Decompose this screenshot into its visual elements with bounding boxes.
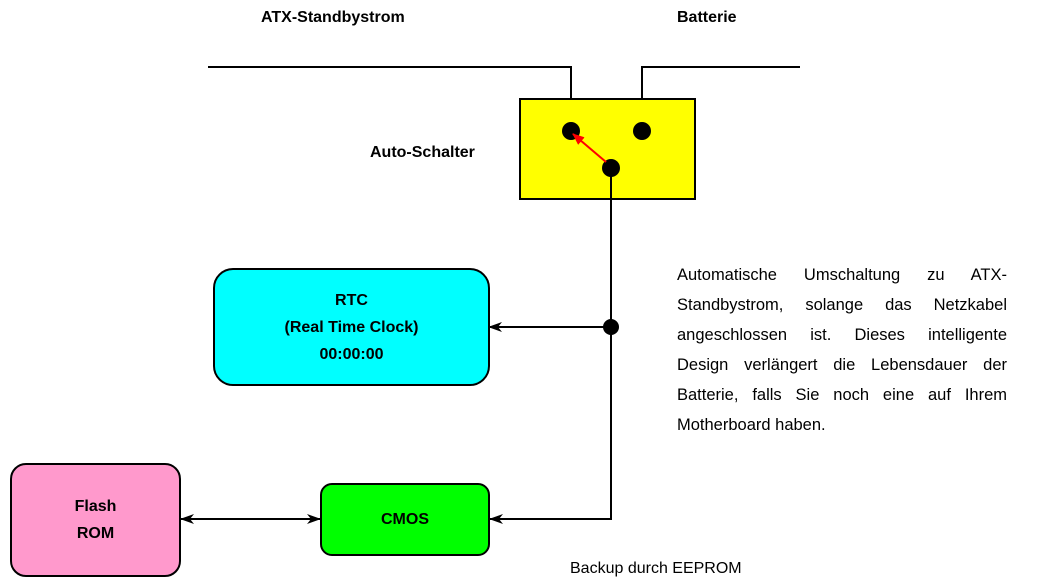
- switch-terminal-battery: [633, 122, 651, 140]
- auto-switch-box: [519, 98, 696, 200]
- atx-standby-line: [208, 66, 572, 130]
- backup-label: Backup durch EEPROM: [570, 560, 742, 577]
- rom-label: ROM: [76, 525, 115, 542]
- power-bus-line: [489, 168, 612, 524]
- atx-standby-label: ATX-Standbystrom: [261, 9, 405, 26]
- switch-toggle-arrow: [572, 133, 607, 163]
- cmos-label: CMOS: [381, 511, 429, 528]
- auto-switch-label: Auto-Schalter: [370, 144, 475, 161]
- rtc-subtitle: (Real Time Clock): [284, 318, 419, 336]
- cmos-box: CMOS: [320, 483, 490, 556]
- description-text: Automatische Umschaltung zu ATX-Standbys…: [677, 266, 1007, 434]
- rtc-title: RTC: [335, 291, 368, 309]
- battery-label: Batterie: [677, 9, 737, 26]
- rtc-time: 00:00:00: [319, 345, 384, 363]
- rtc-box: RTC (Real Time Clock) 00:00:00: [213, 268, 490, 386]
- flash-rom-box: Flash ROM: [10, 463, 181, 577]
- flash-label: Flash: [74, 498, 117, 515]
